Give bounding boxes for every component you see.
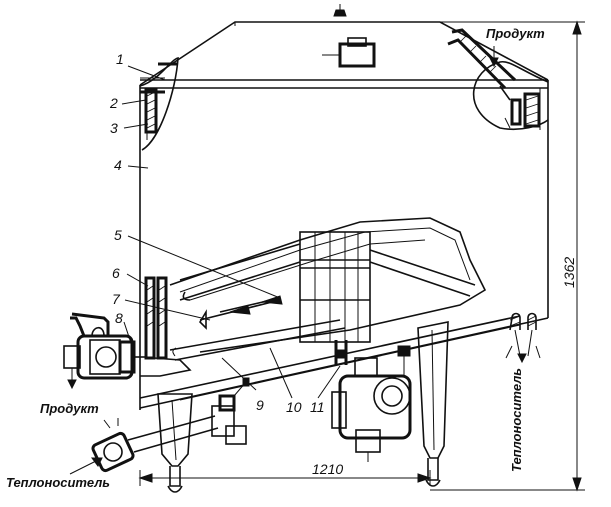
left-pipe: [140, 276, 192, 377]
callout-10: 10: [286, 399, 302, 415]
callout-2: 2: [109, 95, 118, 111]
callout-9: 9: [256, 397, 264, 413]
callout-1: 1: [116, 51, 124, 67]
label-heat-carrier-right: Теплоноситель: [509, 368, 524, 472]
product-outlet-valve: [63, 312, 146, 390]
label-product-top: Продукт: [486, 26, 545, 41]
right-cutaway: [447, 28, 549, 131]
dimension-lines: [138, 20, 585, 492]
label-heat-carrier-bottom: Теплоноситель: [6, 475, 110, 490]
leader-lines: [69, 46, 499, 475]
agitator-assembly: [169, 217, 487, 365]
heat-carrier-inlet: [91, 377, 250, 473]
callout-6: 6: [112, 265, 120, 281]
heat-carrier-right-pipes: [505, 312, 541, 364]
dimension-width: 1210: [312, 461, 343, 477]
legs: [157, 321, 449, 493]
tank-outline: [139, 4, 549, 410]
dimension-height: 1362: [561, 257, 577, 288]
callout-8: 8: [115, 310, 123, 326]
gear-motor: [331, 345, 412, 462]
left-cutaway: [139, 56, 179, 151]
callout-11: 11: [310, 399, 325, 415]
label-product-left: Продукт: [40, 401, 99, 416]
callout-3: 3: [110, 120, 118, 136]
callout-5: 5: [114, 227, 122, 243]
callout-4: 4: [114, 157, 122, 173]
callout-7: 7: [112, 291, 121, 307]
